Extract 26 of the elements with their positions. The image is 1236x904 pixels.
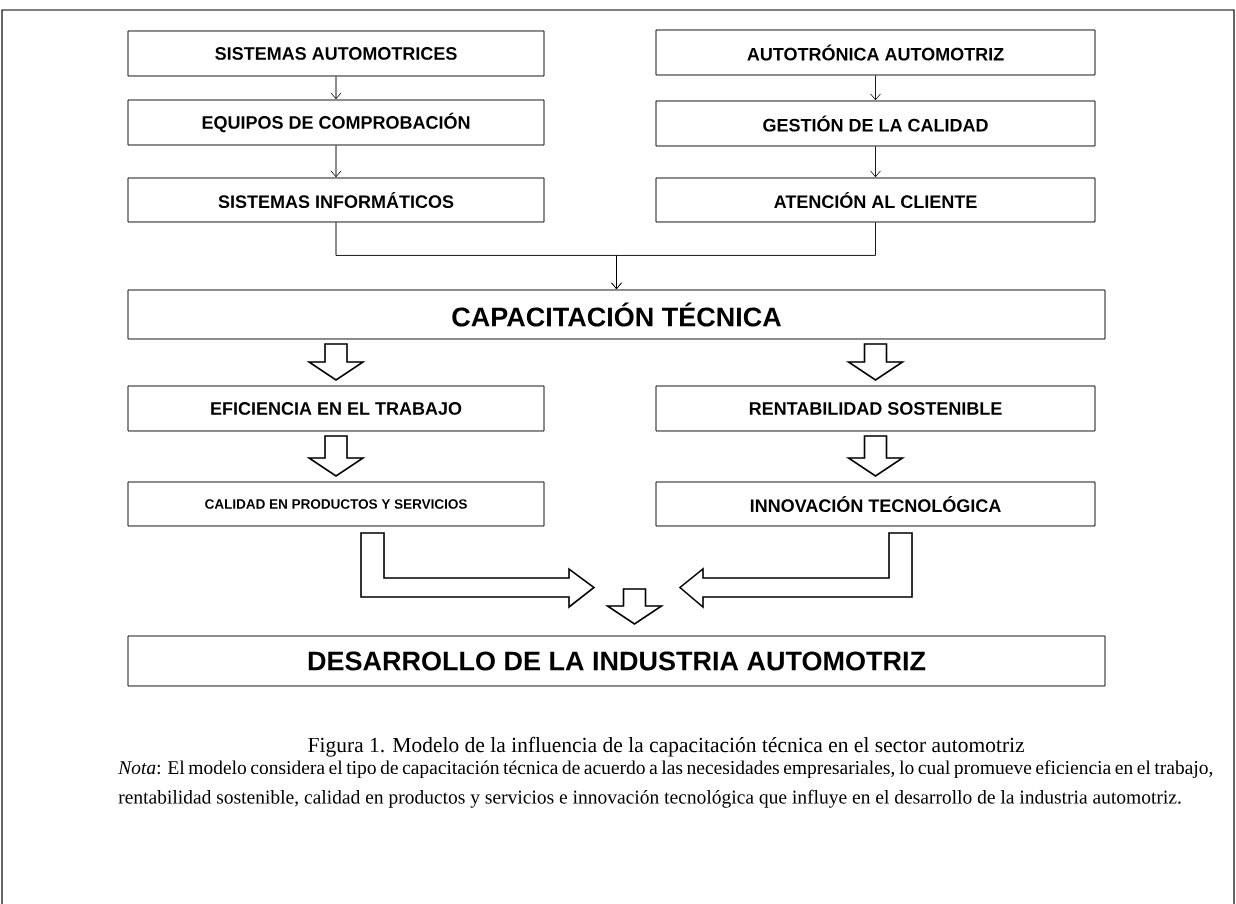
process-box: SISTEMAS AUTOMOTRICES bbox=[127, 30, 545, 77]
block-arrow bbox=[845, 343, 906, 381]
process-box: EFICIENCIA EN EL TRABAJO bbox=[127, 385, 545, 432]
arrow bbox=[870, 146, 881, 178]
process-box: AUTOTRÓNICA AUTOMOTRIZ bbox=[655, 29, 1096, 76]
process-box: SISTEMAS INFORMÁTICOS bbox=[127, 177, 545, 223]
arrow bbox=[330, 145, 342, 178]
process-box: DESARROLLO DE LA INDUSTRIA AUTOMOTRIZ bbox=[127, 635, 1106, 687]
process-box: EQUIPOS DE COMPROBACIÓN bbox=[127, 99, 545, 146]
process-box: RENTABILIDAD SOSTENIBLE bbox=[655, 385, 1096, 432]
note-text: Nota: El modelo considera el tipo de capacitación técnica de acuerdo a las necesidades empresariales, lo cual promueve eficiencia en el trabajo, rentabilidad sostenible, calidad en productos y servicios e innovación tecnológica que influye en el desarrollo de la industria automotriz. bbox=[118, 760, 1213, 808]
process-box: CAPACITACIÓN TÉCNICA bbox=[127, 289, 1106, 340]
arrow bbox=[870, 75, 881, 101]
block-arrow bbox=[845, 435, 906, 477]
bent-block-arrow bbox=[678, 532, 913, 609]
process-box: ATENCIÓN AL CLIENTE bbox=[655, 177, 1096, 223]
arrow bbox=[611, 222, 876, 290]
block-arrow bbox=[306, 343, 366, 381]
figure-caption: Figura 1. Modelo de la influencia de la capacitación técnica en el sector automotriz bbox=[308, 736, 1024, 757]
process-box: GESTIÓN DE LA CALIDAD bbox=[655, 100, 1096, 147]
block-arrow bbox=[306, 435, 366, 477]
block-arrow bbox=[604, 588, 665, 625]
process-box: CALIDAD EN PRODUCTOS Y SERVICIOS bbox=[127, 481, 545, 527]
bent-block-arrow bbox=[360, 532, 596, 609]
arrow bbox=[330, 76, 342, 100]
process-box: INNOVACIÓN TECNOLÓGICA bbox=[655, 481, 1096, 527]
